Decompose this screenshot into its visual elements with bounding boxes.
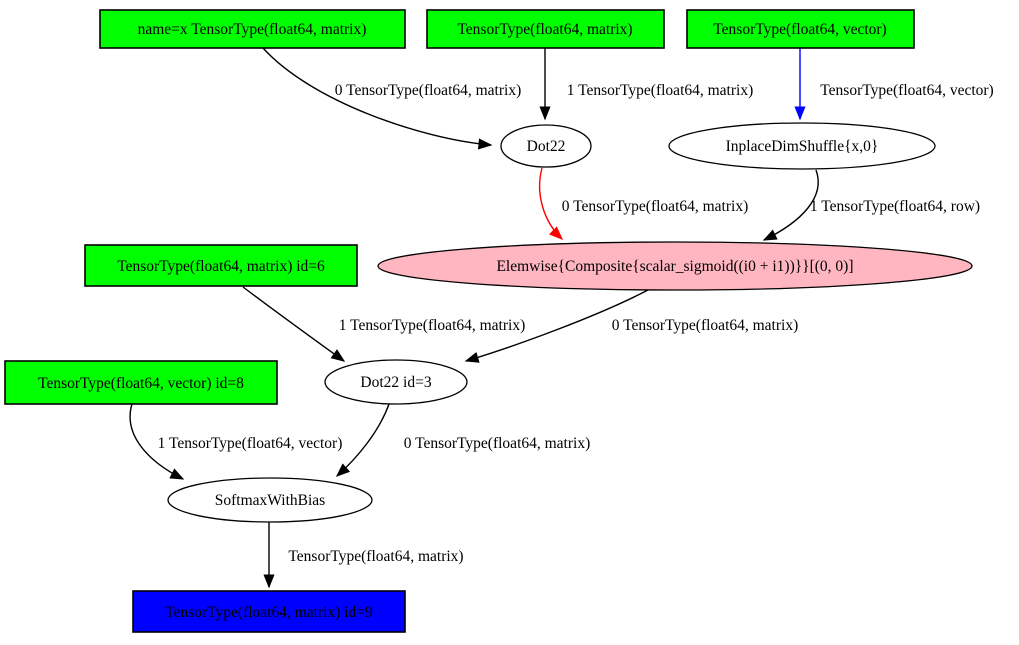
node-input-w-label: TensorType(float64, matrix) bbox=[457, 21, 632, 38]
node-input-x-label: name=x TensorType(float64, matrix) bbox=[138, 21, 367, 38]
edge-label-w-to-dot22: 1 TensorType(float64, matrix) bbox=[567, 82, 754, 99]
node-input-id8-label: TensorType(float64, vector) id=8 bbox=[38, 375, 244, 392]
node-softmax-label: SoftmaxWithBias bbox=[215, 492, 325, 509]
node-dimshuffle: InplaceDimShuffle{x,0} bbox=[668, 122, 936, 170]
node-input-id8: TensorType(float64, vector) id=8 bbox=[4, 360, 278, 405]
node-dot22-id3-label: Dot22 id=3 bbox=[360, 374, 431, 391]
node-dot22-label: Dot22 bbox=[527, 138, 566, 155]
node-input-id6: TensorType(float64, matrix) id=6 bbox=[84, 244, 358, 287]
node-softmax: SoftmaxWithBias bbox=[167, 477, 373, 523]
edge-dot22id3-to-softmax bbox=[335, 403, 390, 477]
edge-dot22-to-elemwise bbox=[538, 167, 564, 240]
edge-id8-to-softmax bbox=[129, 403, 185, 480]
node-output-id9: TensorType(float64, matrix) id=9 bbox=[132, 590, 406, 633]
node-input-w: TensorType(float64, matrix) bbox=[426, 9, 665, 49]
edge-id6-to-dot22id3 bbox=[242, 286, 346, 362]
edges bbox=[129, 47, 819, 589]
nodes: name=x TensorType(float64, matrix) Tenso… bbox=[4, 9, 973, 633]
node-input-w-box bbox=[426, 9, 665, 49]
edge-label-id6-to-dot22id3: 1 TensorType(float64, matrix) bbox=[339, 317, 526, 334]
node-input-x: name=x TensorType(float64, matrix) bbox=[99, 9, 406, 49]
edge-label-id8-to-softmax: 1 TensorType(float64, vector) bbox=[158, 435, 343, 452]
node-dot22: Dot22 bbox=[500, 124, 592, 168]
node-dimshuffle-label: InplaceDimShuffle{x,0} bbox=[726, 138, 879, 155]
edge-label-elemwise-to-dot22id3: 0 TensorType(float64, matrix) bbox=[612, 317, 799, 334]
node-softmax-ellipse bbox=[167, 477, 373, 523]
edge-labels: 0 TensorType(float64, matrix) 1 TensorTy… bbox=[158, 82, 994, 565]
edge-label-x-to-dot22: 0 TensorType(float64, matrix) bbox=[335, 82, 522, 99]
node-input-id6-label: TensorType(float64, matrix) id=6 bbox=[117, 258, 325, 275]
edge-label-dimshuffle-to-elemwise: 1 TensorType(float64, row) bbox=[810, 198, 980, 215]
node-input-v-box bbox=[686, 9, 915, 49]
node-input-v-label: TensorType(float64, vector) bbox=[713, 21, 886, 38]
node-dot22-id3: Dot22 id=3 bbox=[324, 359, 468, 405]
node-dot22-ellipse bbox=[500, 124, 592, 168]
node-elemwise: Elemwise{Composite{scalar_sigmoid((i0 + … bbox=[377, 241, 973, 291]
node-output-id9-label: TensorType(float64, matrix) id=9 bbox=[165, 604, 373, 621]
node-dimshuffle-ellipse bbox=[668, 122, 936, 170]
edge-label-v-to-dimshuffle: TensorType(float64, vector) bbox=[820, 82, 993, 99]
node-elemwise-label: Elemwise{Composite{scalar_sigmoid((i0 + … bbox=[496, 258, 853, 275]
edge-label-dot22-to-elemwise: 0 TensorType(float64, matrix) bbox=[562, 198, 749, 215]
node-output-id9-box bbox=[132, 590, 406, 633]
edge-dimshuffle-to-elemwise bbox=[762, 169, 819, 241]
edge-label-softmax-to-output: TensorType(float64, matrix) bbox=[288, 548, 463, 565]
edge-x-to-dot22 bbox=[262, 47, 493, 150]
node-dot22-id3-ellipse bbox=[324, 359, 468, 405]
edge-elemwise-to-dot22id3 bbox=[464, 289, 649, 363]
node-input-x-box bbox=[99, 9, 406, 49]
node-elemwise-ellipse bbox=[377, 241, 973, 291]
node-input-id8-box bbox=[4, 360, 278, 405]
node-input-id6-box bbox=[84, 244, 358, 287]
node-input-v: TensorType(float64, vector) bbox=[686, 9, 915, 49]
edge-label-dot22id3-to-softmax: 0 TensorType(float64, matrix) bbox=[404, 435, 591, 452]
